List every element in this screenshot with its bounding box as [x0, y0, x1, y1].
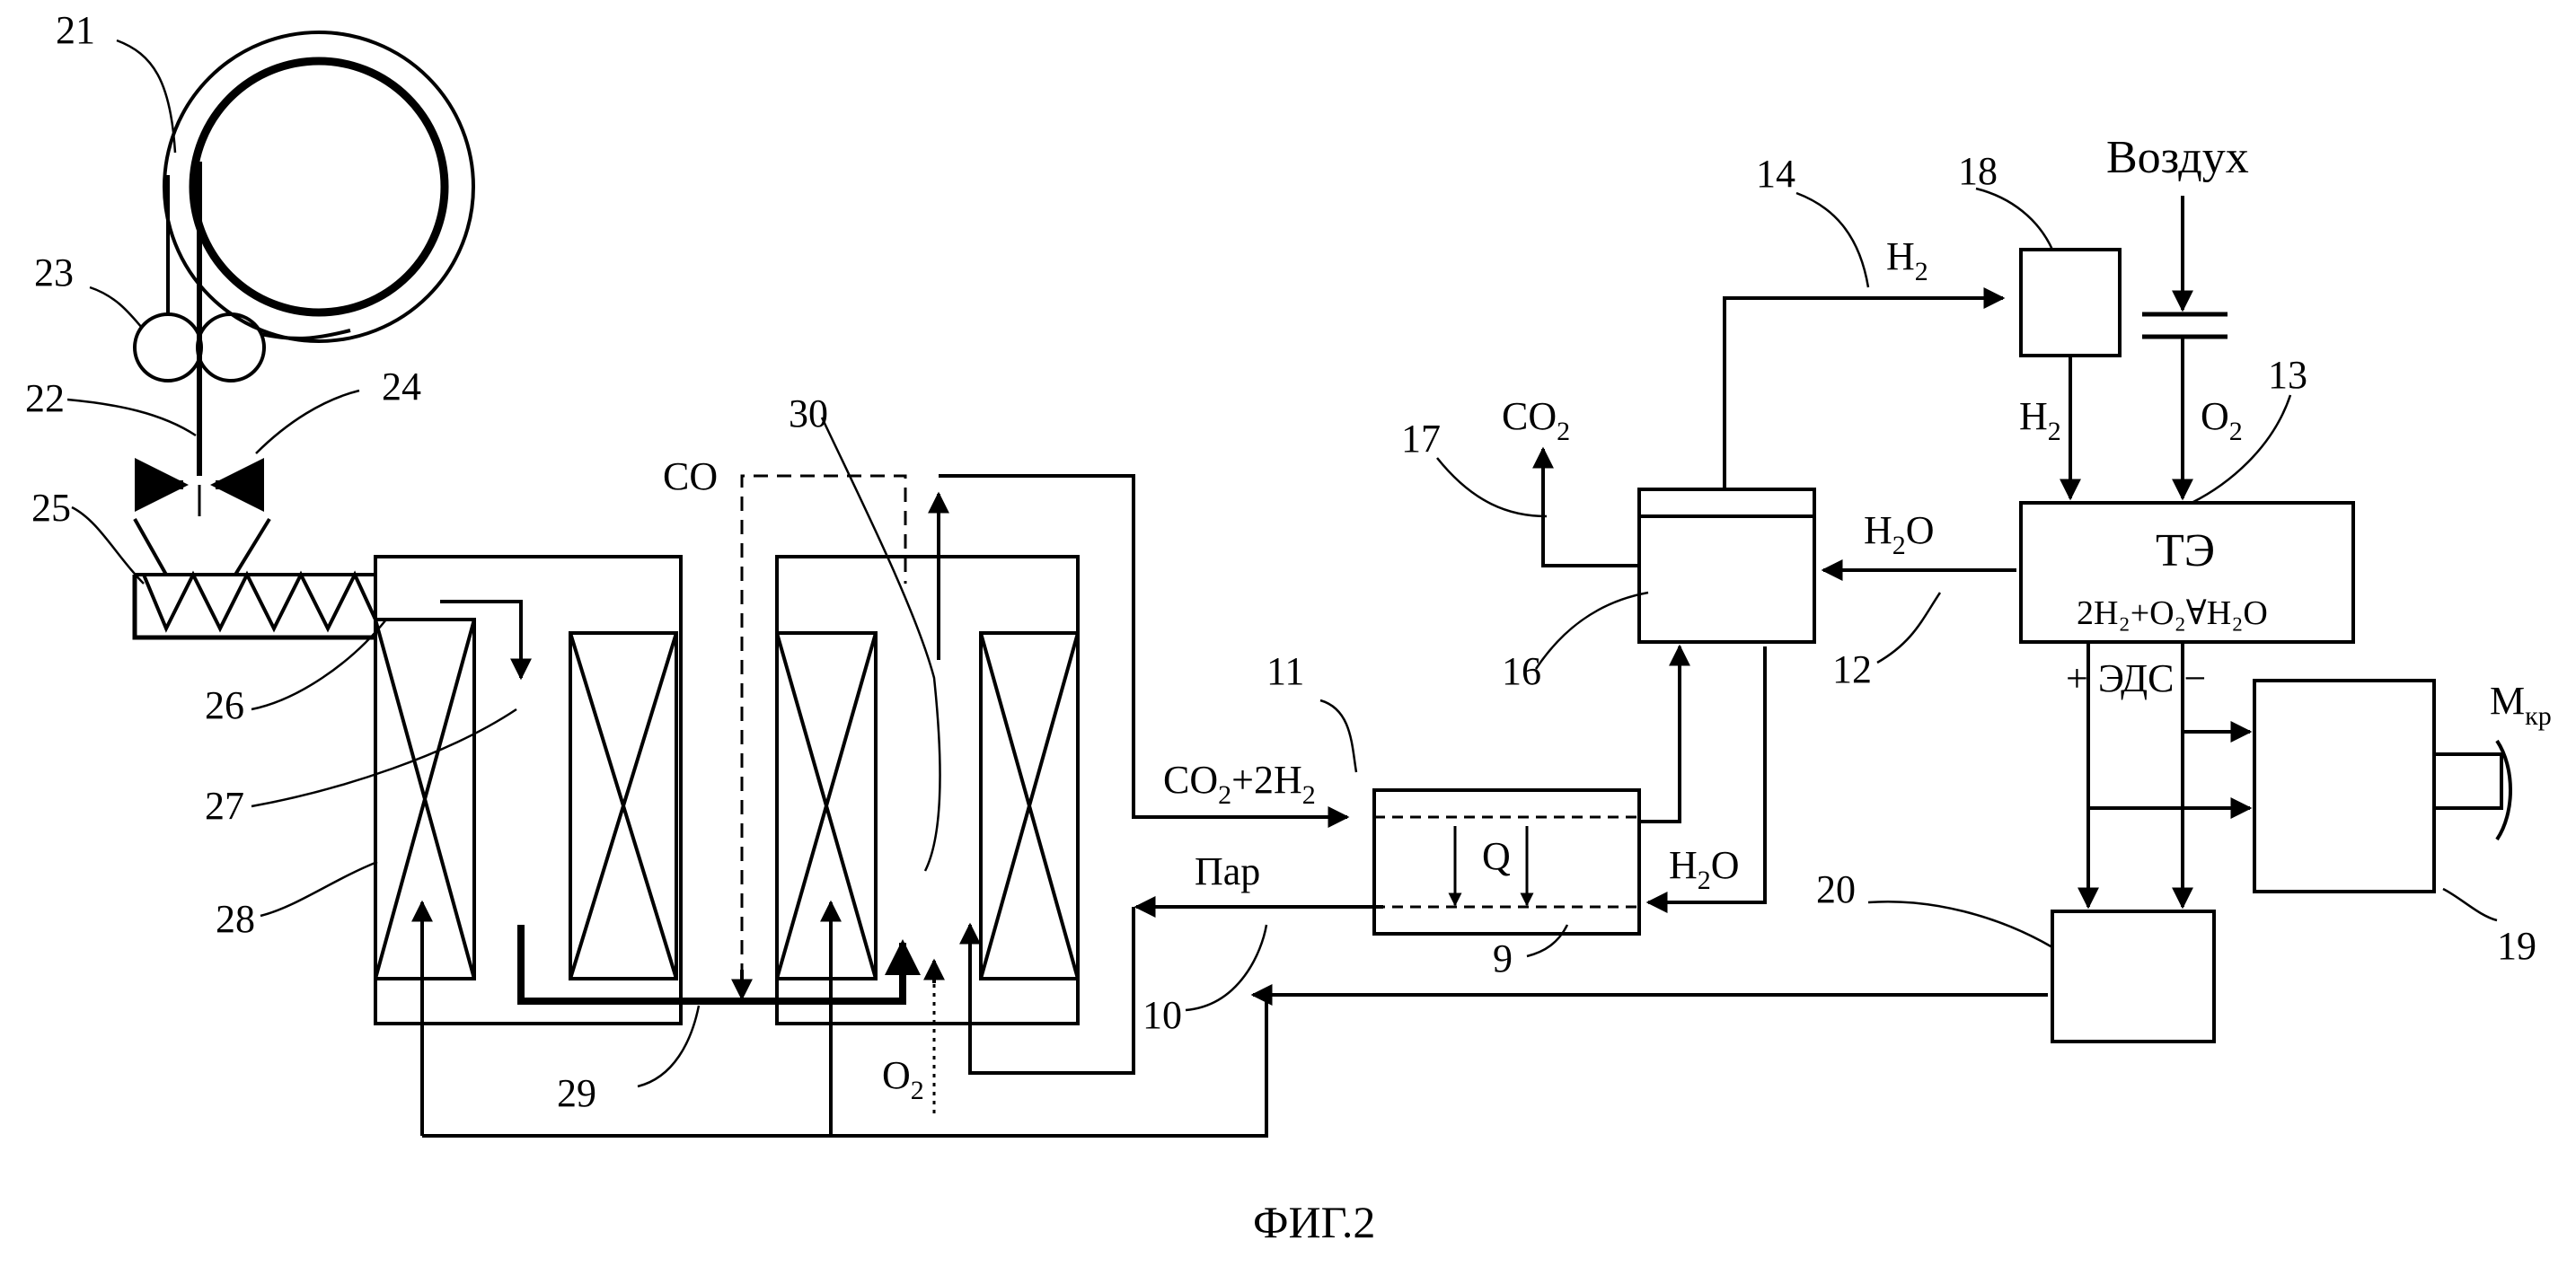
h2o-hx-h: H — [1669, 843, 1698, 887]
h2o-hx-sub: 2 — [1698, 866, 1711, 895]
screw-feeder-25 — [132, 517, 377, 640]
co2-top-sub: 2 — [1557, 417, 1570, 446]
co-dashed-line — [740, 474, 907, 1001]
label-h2o-hx: H2O — [1669, 843, 1740, 895]
num-9: 9 — [1493, 936, 1513, 980]
separator-16 — [1637, 488, 1816, 644]
label-emf: + ЭДС − — [2066, 656, 2206, 700]
o2-bottom-sub: 2 — [911, 1076, 924, 1105]
reference-numbers: 21 23 22 24 25 26 27 28 29 30 10 11 9 17… — [25, 8, 2536, 1115]
flow-labels: Воздух CO CO2 H2 H2 O2 H2O ТЭ 2H₂+O₂∀H₂O… — [663, 132, 2552, 1247]
pipe-29 — [517, 925, 921, 1005]
num-28: 28 — [216, 897, 255, 941]
rollers-23 — [133, 175, 351, 382]
label-o2-down: O2 — [2201, 394, 2243, 446]
torque-main: М — [2490, 679, 2525, 723]
num-27: 27 — [205, 784, 244, 828]
num-11: 11 — [1266, 649, 1304, 693]
label-reaction: 2H₂+O₂∀H₂O — [2077, 594, 2268, 632]
h2-down-main: H — [2019, 394, 2048, 438]
o2-down-main: O — [2201, 394, 2229, 438]
syngas-co: CO — [1163, 758, 1218, 802]
num-23: 23 — [34, 251, 74, 295]
h2-line-sub: 2 — [1915, 257, 1928, 286]
o2-down-sub: 2 — [2229, 417, 2243, 446]
num-17: 17 — [1401, 417, 1441, 461]
num-16: 16 — [1502, 649, 1541, 693]
leader-lines — [66, 39, 2498, 1088]
heat-exchanger-9 — [1372, 788, 1641, 936]
syngas-h: +2H — [1231, 758, 1302, 802]
torque-sub: кр — [2525, 701, 2552, 731]
label-torque: Мкр — [2490, 679, 2552, 731]
num-10: 10 — [1142, 993, 1182, 1037]
clamp-24 — [135, 458, 264, 516]
h2o-hx-o: O — [1711, 843, 1740, 887]
figure-caption: ФИГ.2 — [1253, 1197, 1375, 1247]
label-h2-line: H2 — [1886, 234, 1928, 286]
label-air: Воздух — [2106, 132, 2249, 183]
h2-down-sub: 2 — [2048, 417, 2061, 446]
co2-top-main: CO — [1502, 394, 1557, 438]
label-co: CO — [663, 454, 718, 498]
num-30: 30 — [789, 391, 828, 435]
num-29: 29 — [557, 1071, 596, 1115]
num-19: 19 — [2497, 924, 2536, 968]
label-steam: Пар — [1195, 849, 1260, 893]
num-20: 20 — [1816, 867, 1856, 911]
h2-line-main: H — [1886, 234, 1915, 278]
syngas-sub1: 2 — [1218, 780, 1231, 810]
label-o2-bottom: O2 — [882, 1053, 924, 1105]
num-24: 24 — [382, 365, 421, 409]
num-22: 22 — [25, 376, 65, 420]
label-h2o-fc: H2O — [1864, 508, 1935, 560]
fuel-cell-13 — [2019, 501, 2355, 644]
coil-21 — [163, 31, 475, 343]
unit-18 — [2019, 248, 2122, 357]
num-14: 14 — [1756, 152, 1795, 196]
num-21: 21 — [56, 8, 95, 52]
label-co2-top: CO2 — [1502, 394, 1570, 446]
num-18: 18 — [1958, 149, 1998, 193]
block-20 — [2051, 910, 2216, 1043]
reactor-gasifier — [374, 555, 683, 1025]
syngas-sub2: 2 — [1302, 780, 1316, 810]
label-h2-down: H2 — [2019, 394, 2061, 446]
h2o-fc-o: O — [1906, 508, 1935, 552]
label-fuel-cell: ТЭ — [2156, 525, 2215, 576]
num-13: 13 — [2268, 353, 2307, 397]
reactor-30 — [775, 555, 1080, 1025]
num-26: 26 — [205, 683, 244, 727]
o2-bottom-main: O — [882, 1053, 911, 1097]
h2o-fc-h: H — [1864, 508, 1892, 552]
num-12: 12 — [1832, 647, 1872, 691]
h2o-fc-sub: 2 — [1892, 531, 1906, 560]
label-syngas: CO2+2H2 — [1163, 758, 1316, 810]
num-25: 25 — [31, 486, 71, 530]
label-heat: Q — [1482, 834, 1511, 878]
motor-19 — [2253, 679, 2512, 893]
